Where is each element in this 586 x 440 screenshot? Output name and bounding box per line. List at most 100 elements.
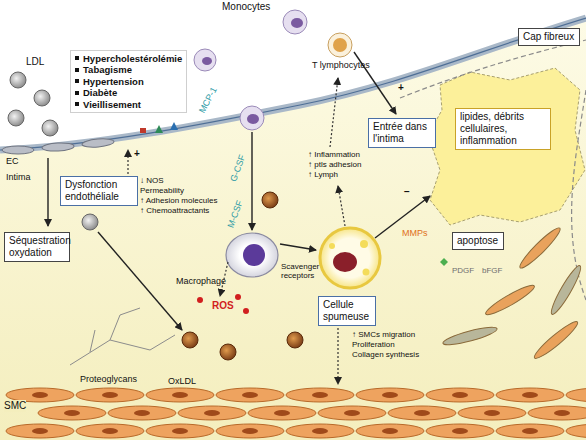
pdgf-mark [440, 258, 448, 266]
text-row: Hypercholestérolémie [75, 53, 182, 64]
smc-nucleus [204, 410, 220, 416]
smooth-muscle-cell [426, 388, 494, 402]
smooth-muscle-cell [318, 406, 386, 420]
oxidation-arrow [98, 232, 182, 330]
text-row: Vieillisement [75, 99, 182, 110]
mediator-label: bFGF [482, 266, 502, 275]
feedback-arrow [127, 150, 128, 174]
node-text: apoptose [457, 235, 498, 246]
smc-body [496, 424, 564, 438]
effect-label: ↑ SMCs migration [352, 330, 415, 339]
monocyte-entry-arrow [251, 132, 252, 230]
smooth-muscle-cell [108, 406, 176, 420]
smc-nucleus [32, 392, 48, 398]
label-box: apoptose [452, 232, 504, 250]
node-text: Hypertension [83, 76, 144, 87]
smc-body [388, 406, 456, 420]
node-text: Dysfonction endothéliale [65, 179, 119, 202]
smc-nucleus [522, 428, 538, 434]
smc-body [108, 406, 176, 420]
node-text: Cap fibreux [523, 31, 574, 42]
adhesion-molecule [155, 125, 163, 133]
smc-nucleus [242, 428, 258, 434]
text-row: Diabète [75, 87, 182, 98]
smc-nucleus [102, 428, 118, 434]
monocyte-nucleus [291, 18, 303, 28]
macrophage-nucleus [243, 244, 265, 266]
node-text: Séquestration oxydation [9, 235, 71, 258]
node-text: Cellule spumeuse [323, 299, 369, 322]
smc-body [76, 388, 144, 402]
smc-body [426, 424, 494, 438]
text-row: Dysfonction endothéliale [65, 179, 133, 203]
smc-nucleus [344, 410, 360, 416]
smc-nucleus [274, 410, 290, 416]
monocyte-nucleus [247, 114, 259, 124]
smc-body [178, 406, 246, 420]
node-text: Tabagisme [83, 64, 132, 75]
receptor-label: Scavenger receptors [281, 262, 325, 280]
smooth-muscle-cell [76, 388, 144, 402]
cell-label: Macrophage [176, 276, 226, 286]
smc-nucleus [484, 410, 500, 416]
smc-layer [6, 388, 586, 438]
t-lymphocyte-nucleus [333, 38, 347, 52]
node-text: lipides, débrits cellulaires, inflammati… [460, 111, 524, 146]
foam-cell-nucleus [333, 252, 357, 272]
node-text: Hypercholestérolémie [83, 53, 182, 64]
particle-label: LDL [26, 56, 44, 68]
endothelium [0, 18, 586, 150]
smc-nucleus [312, 392, 328, 398]
effect-label: ↑ Inflammation [308, 150, 360, 159]
sign-label: + [398, 82, 404, 94]
smooth-muscle-cell [286, 388, 354, 402]
mediator-label: PDGF [452, 266, 474, 275]
text-row: lipides, débrits cellulaires, inflammati… [460, 111, 546, 147]
smooth-muscle-cell [566, 388, 586, 402]
uptake-arrow [280, 244, 316, 250]
smc-nucleus [382, 428, 398, 434]
oxldl-particle [220, 344, 236, 360]
effect-label: ↓ NOS [140, 176, 164, 185]
endothelial-cell [82, 138, 115, 149]
smc-nucleus [414, 410, 430, 416]
bullet-mark [75, 79, 79, 83]
smc-body [146, 424, 214, 438]
label-box: Entrée dans l'intima [368, 118, 436, 148]
endothelium-outline [0, 18, 586, 150]
text-row: Hypertension [75, 76, 182, 87]
endothelial-cell [42, 142, 74, 152]
smc-body [6, 424, 74, 438]
smc-body [356, 424, 424, 438]
ldl-particle [82, 214, 98, 230]
smooth-muscle-cell [356, 424, 424, 438]
ros-mark [197, 297, 203, 303]
effect-label: ↑ ptls adhesion [308, 160, 361, 169]
lipid-core [428, 68, 585, 225]
smooth-muscle-cell [76, 424, 144, 438]
cell-label: T lymphocytes [312, 60, 370, 70]
text-row: Cellule spumeuse [323, 299, 371, 323]
smc-nucleus [452, 428, 468, 434]
smc-body [38, 406, 106, 420]
smc-nucleus [32, 428, 48, 434]
node-text: Entrée dans l'intima [373, 121, 427, 144]
smc-nucleus [554, 410, 570, 416]
smc-body [426, 388, 494, 402]
node-text: Vieillisement [83, 99, 141, 110]
oxldl-particle [262, 192, 278, 208]
layer-label: EC [6, 156, 19, 166]
effect-label: ↑ Lymph [308, 170, 338, 179]
lipid-droplet [363, 269, 370, 276]
smooth-muscle-cell [6, 424, 74, 438]
apoptosis-arrow [375, 196, 430, 238]
oxldl-particle [287, 332, 303, 348]
smooth-muscle-cell [38, 406, 106, 420]
smooth-muscle-cell [178, 406, 246, 420]
mediator-label: MMPs [402, 228, 428, 238]
text-row: Séquestration oxydation [9, 235, 65, 259]
core-label-box: lipides, débrits cellulaires, inflammati… [455, 108, 551, 150]
smc-nucleus [382, 392, 398, 398]
smooth-muscle-cell [388, 406, 456, 420]
